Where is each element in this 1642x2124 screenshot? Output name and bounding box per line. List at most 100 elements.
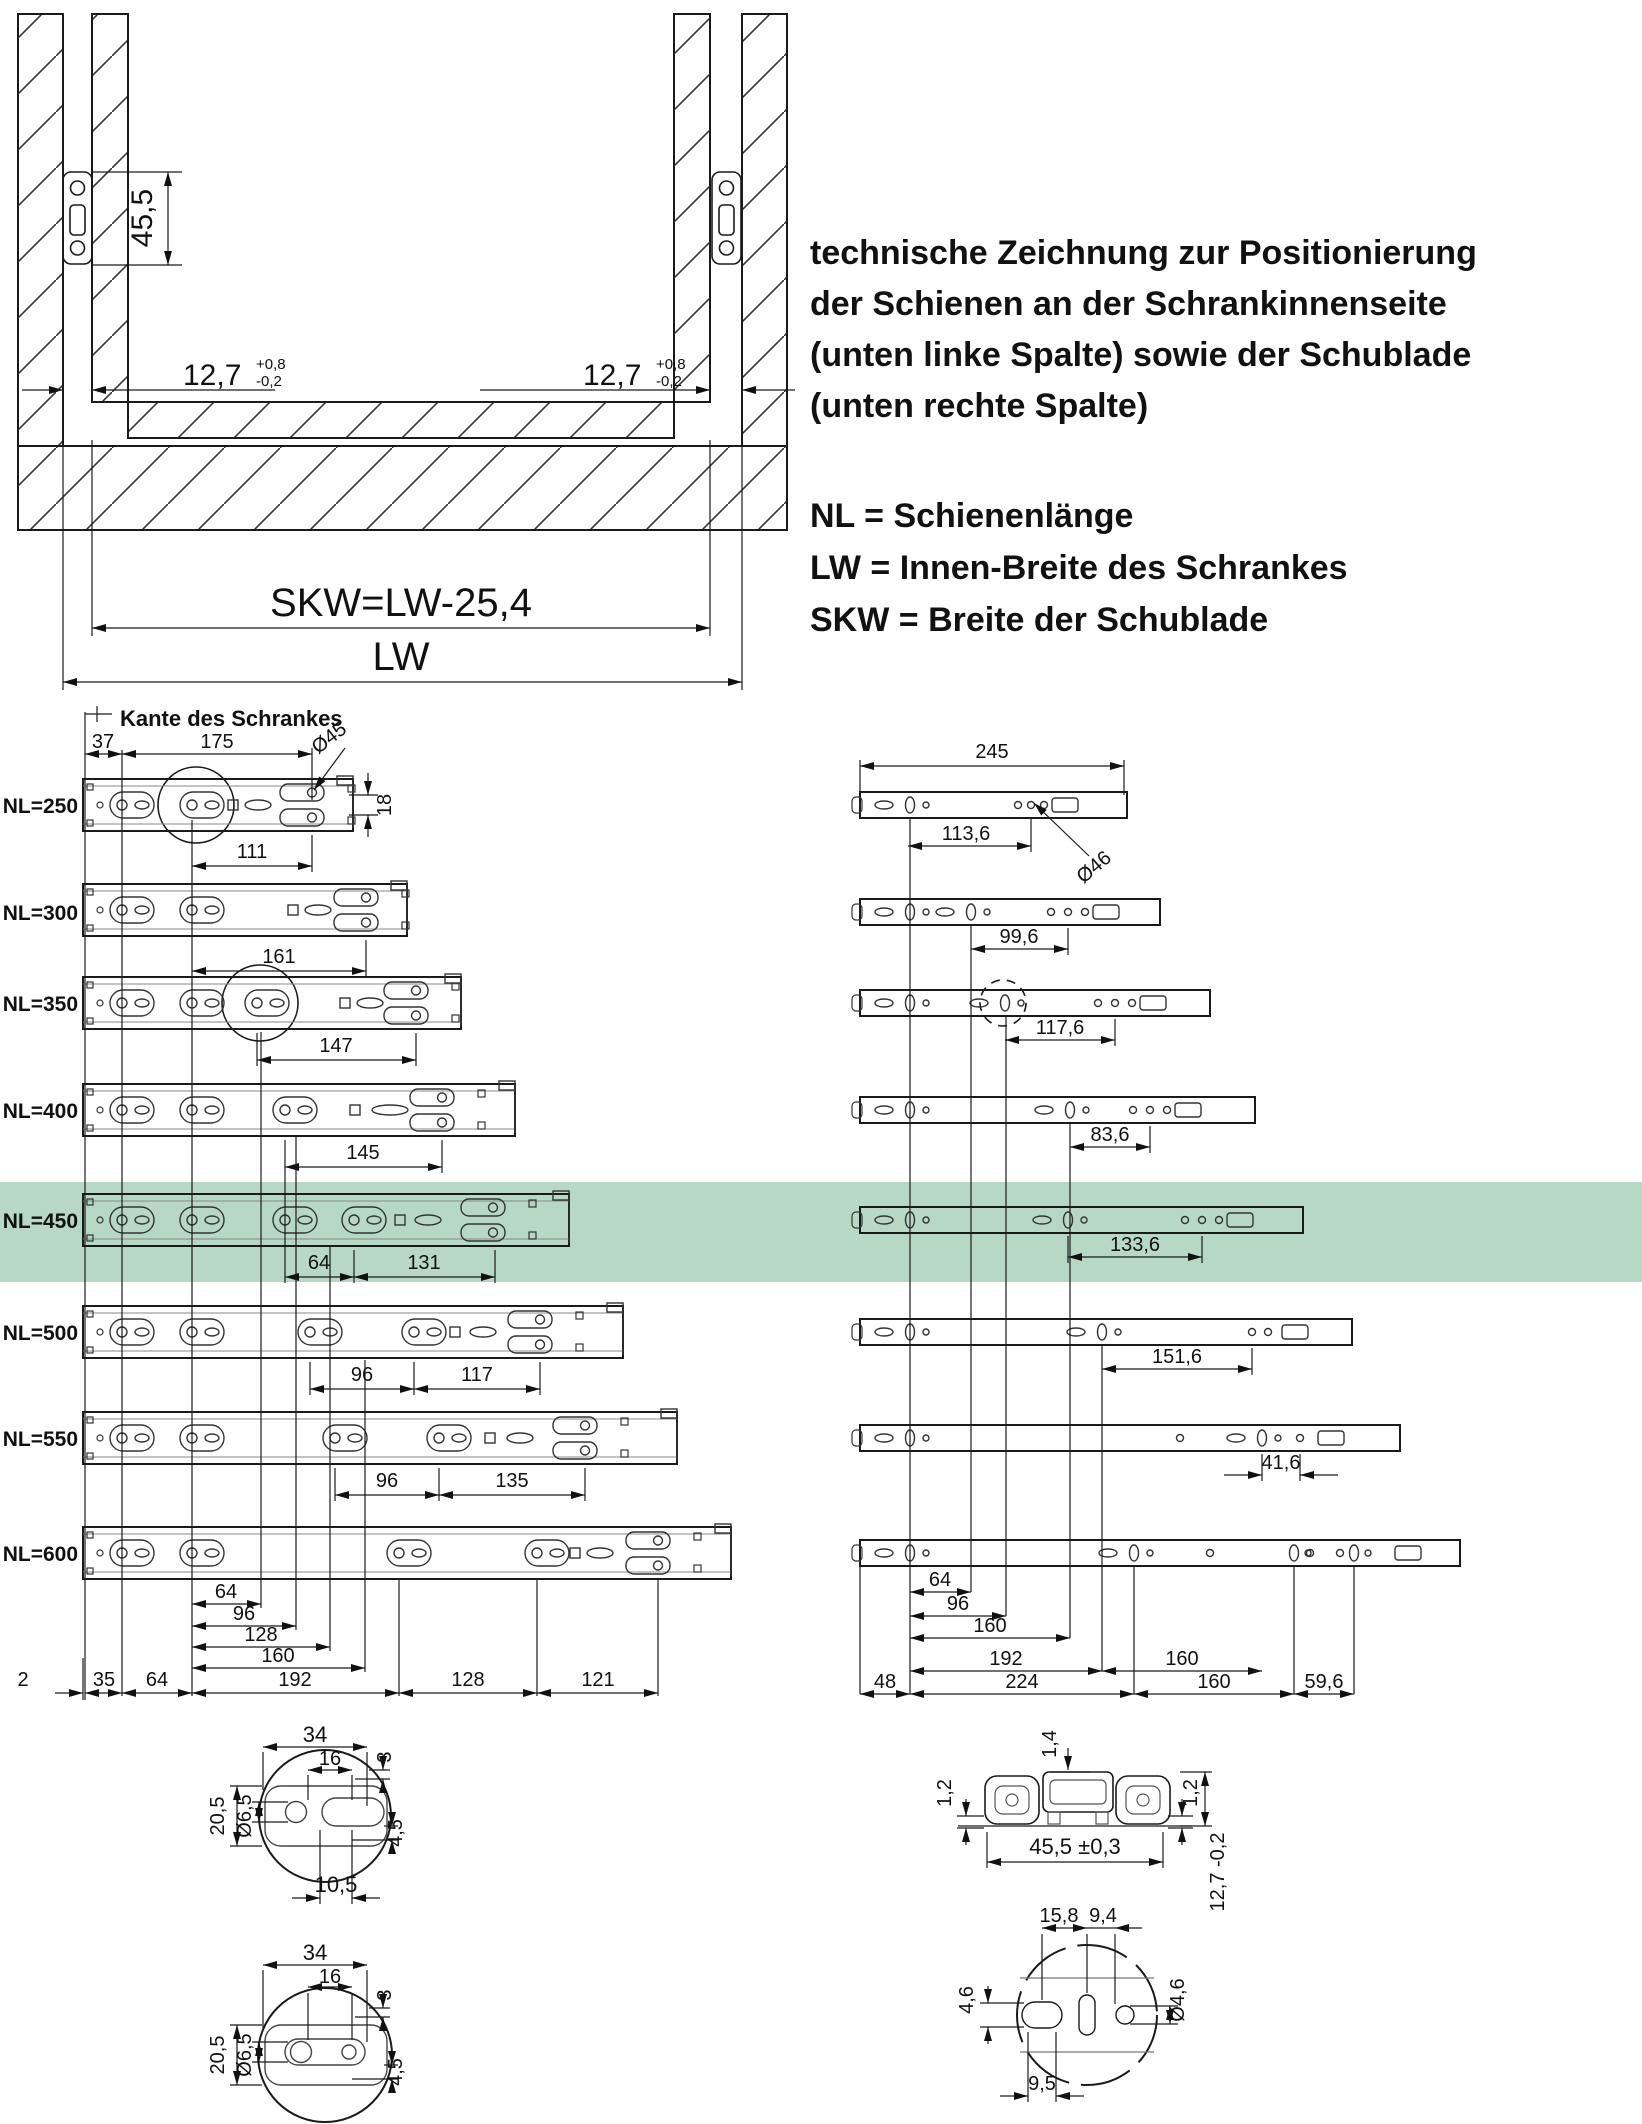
drawer-side-right [673,13,711,403]
dim-label: 117,6 [1036,1017,1085,1039]
cabinet-wall-left [17,13,64,447]
left-rail-nl-400 [82,1080,516,1137]
cabinet-cross-section [17,13,788,531]
dim-label: 133,6 [1110,1234,1160,1256]
dim-label: 34 [303,1940,327,1965]
dim-label: 1,2 [1180,1779,1202,1807]
dim-label: 9,5 [1028,2073,1056,2095]
dim-label: 3 [374,1751,396,1762]
dim-label: 135 [495,1470,528,1492]
left-rail-nl-500 [82,1302,624,1359]
dim-label: Ø6,5 [234,2033,256,2076]
detail-circle-nl350 [221,964,299,1042]
dimension-line [1033,802,1090,857]
left-rail-nl-350 [82,973,462,1030]
dim-label: NL=550 [3,1428,78,1451]
dim-label: 34 [303,1722,327,1747]
dim-label: 10,5 [315,1872,358,1897]
dim-label: 18 [374,794,396,816]
cabinet-wall-right [741,13,788,447]
dim-label: 41,6 [1262,1452,1301,1474]
dim-label: 192 [278,1669,311,1691]
dim-label: 64 [929,1569,951,1591]
legend-line-skw: SKW = Breite der Schublade [810,601,1269,639]
right-rail-nl-500 [851,1318,1353,1346]
dimension-line [313,747,346,791]
dim-label: 111 [237,841,267,863]
detail-slide-cross-section [984,1771,1171,1825]
dim-label: 160 [1197,1671,1230,1693]
dim-label: 96 [233,1603,255,1625]
drawer-slide-left [62,171,93,265]
dim-label: 147 [319,1035,352,1057]
dim-label: 45,5 [126,189,159,247]
description-line-2: der Schienen an der Schrankinnenseite [810,285,1447,323]
dim-label: -0,2 [256,373,282,390]
dim-label: 160 [973,1615,1006,1637]
dim-label: 64 [146,1669,168,1691]
dim-label: 128 [244,1624,277,1646]
dim-label: 4,6 [956,1986,978,2014]
dim-label: 1,2 [934,1779,956,1807]
dim-label: NL=450 [3,1210,78,1233]
dim-label: NL=500 [3,1322,78,1345]
dim-label: 128 [451,1669,484,1691]
dim-label: 160 [261,1645,294,1667]
dim-label: 2 [17,1669,28,1691]
dim-label: +0,8 [656,356,686,373]
dim-label: 96 [376,1470,398,1492]
dim-label: 64 [215,1581,237,1603]
description-line-1: technische Zeichnung zur Positionierung [810,234,1477,272]
detail-circle-nl250 [157,766,235,844]
dim-label: 4,5 [385,2058,407,2086]
left-rail-nl-300 [82,880,410,937]
dim-label: 48 [874,1671,896,1693]
left-rail-nl-550 [82,1408,678,1465]
drawer-bottom-panel [127,401,675,439]
dim-label: 3 [374,1989,396,2000]
dim-label: 161 [262,946,295,968]
dim-label: SKW=LW-25,4 [270,581,532,625]
dim-label: 9,4 [1089,1905,1117,1927]
dim-label: 37 [92,731,114,753]
dim-label: 96 [351,1364,373,1386]
dim-label: 64 [308,1252,330,1274]
dim-label: 12,7 [583,359,641,392]
dim-label: 4,5 [385,1819,407,1847]
dim-label: 20,5 [207,2036,229,2075]
right-rail-nl-350 [851,989,1211,1017]
dim-label: LW [372,635,429,679]
left-rail-nl-250 [82,775,356,832]
left-rail-nl-450 [82,1190,570,1247]
dim-label: 160 [1165,1648,1198,1670]
dim-label: 175 [200,731,233,753]
highlight-band-nl-450 [0,1182,1642,1282]
dim-label: 113,6 [942,823,991,845]
legend-line-nl: NL = Schienenlänge [810,497,1134,535]
dim-label: NL=400 [3,1100,78,1123]
dim-label: 1,4 [1039,1730,1061,1758]
dim-label: Kante des Schrankes [120,706,343,731]
description-line-4: (unten rechte Spalte) [810,387,1149,425]
dim-label: 15,8 [1040,1905,1079,1927]
right-rail-nl-300 [851,898,1161,926]
dim-label: 117 [461,1364,493,1386]
dim-label: 245 [975,741,1008,763]
dim-label: 20,5 [207,1797,229,1836]
dim-label: 151,6 [1152,1346,1202,1368]
right-rail-nl-550 [851,1424,1401,1452]
dim-label: NL=350 [3,993,78,1016]
detail-circle-right-nl350 [979,979,1027,1027]
dim-label: 99,6 [1000,926,1039,948]
dim-label: 16 [319,1966,341,1988]
description-line-3: (unten linke Spalte) sowie der Schublade [810,336,1472,374]
right-rail-nl-400 [851,1096,1256,1124]
dim-label: Ø6,5 [234,1794,256,1837]
cabinet-bottom-panel [17,445,788,531]
right-rail-nl-600 [851,1539,1461,1567]
dim-label: 224 [1005,1671,1038,1693]
right-rail-nl-250 [851,791,1128,819]
dim-label: NL=600 [3,1543,78,1566]
